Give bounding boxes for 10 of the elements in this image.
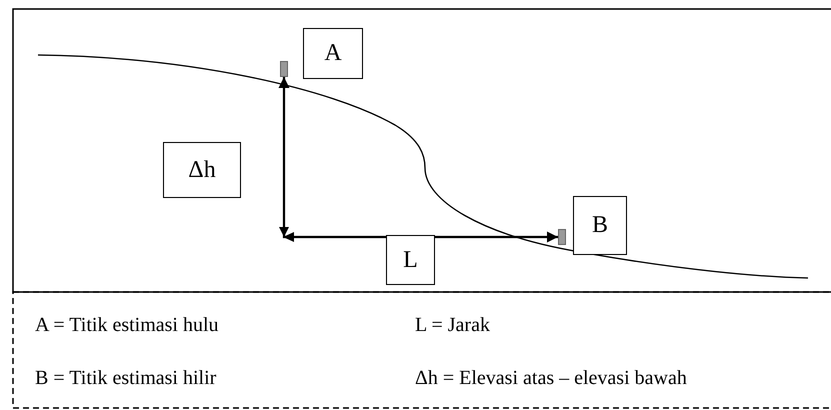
- legend-text: L = Jarak: [415, 314, 490, 337]
- legend-text: A = Titik estimasi hulu: [35, 314, 219, 337]
- label-box: B: [573, 196, 627, 255]
- label-box: L: [386, 235, 435, 285]
- label-box: Δh: [163, 142, 241, 198]
- label-box: A: [303, 28, 363, 79]
- point-marker: [558, 229, 566, 245]
- legend-text: Δh = Elevasi atas – elevasi bawah: [415, 367, 687, 390]
- legend-text: B = Titik estimasi hilir: [35, 367, 216, 390]
- point-marker: [280, 61, 288, 77]
